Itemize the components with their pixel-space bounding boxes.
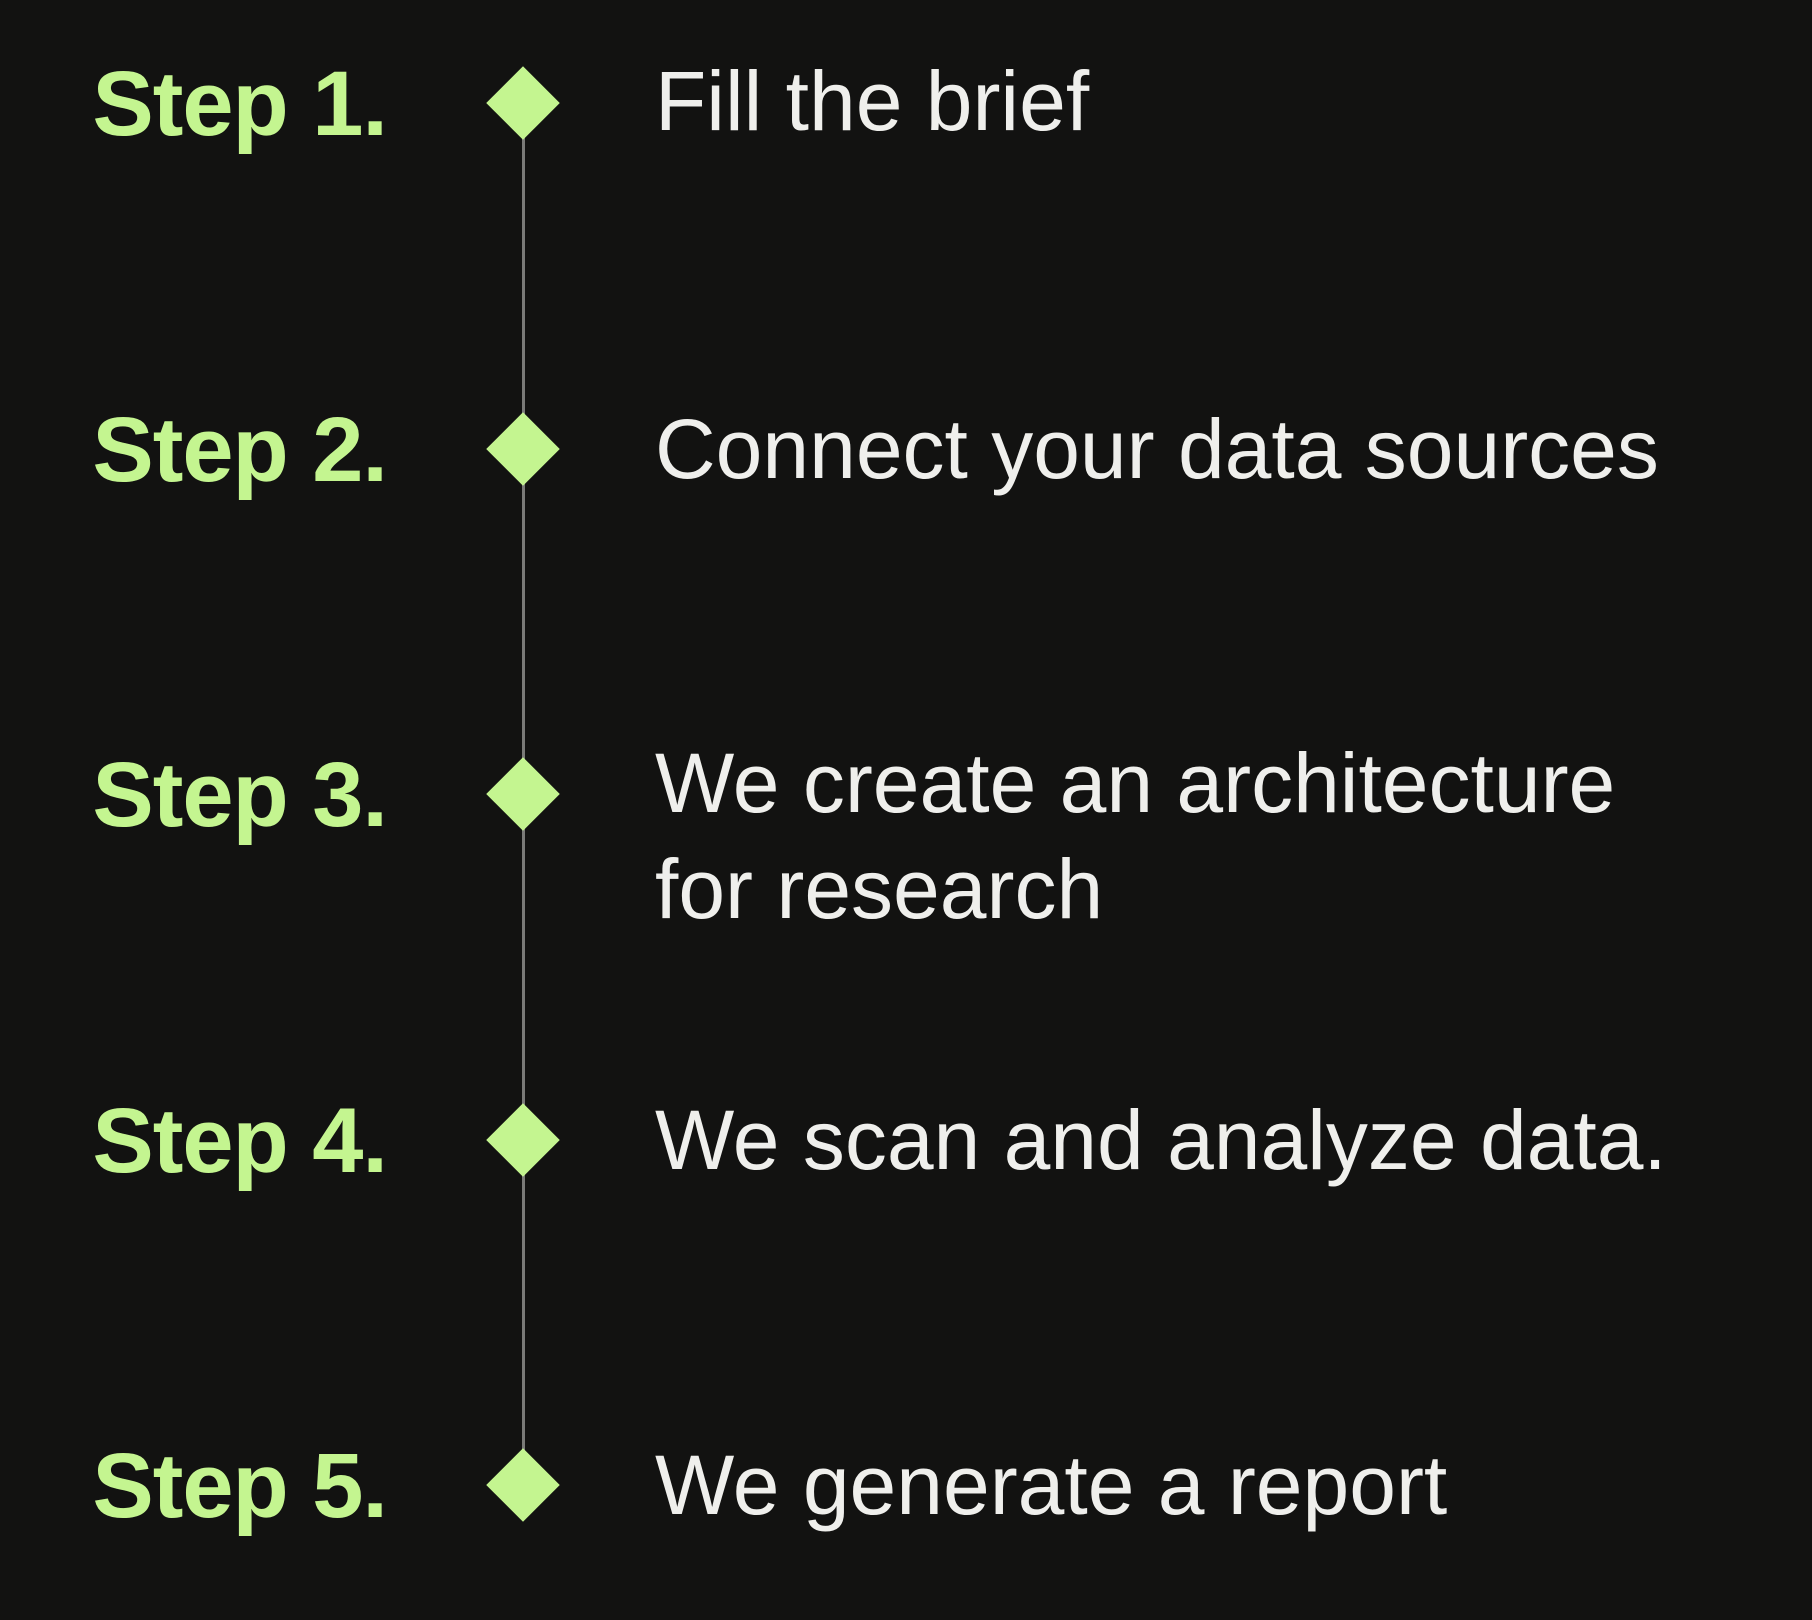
step-2-text-line-1: Connect your data sources [655, 402, 1659, 496]
step-1-diamond-marker [486, 66, 560, 140]
step-5-label: Step 5. [92, 1435, 388, 1537]
step-1-label: Step 1. [92, 53, 388, 155]
step-1-description: Fill the brief [655, 48, 1775, 154]
step-4-text-line-1: We scan and analyze data. [655, 1093, 1667, 1187]
step-2-diamond-marker [486, 412, 560, 486]
step-4-label: Step 4. [92, 1090, 388, 1192]
step-2-description: Connect your data sources [655, 396, 1775, 502]
step-3-description: We create an architecture for research [655, 730, 1775, 942]
step-2-label: Step 2. [92, 399, 388, 501]
step-5-text-line-1: We generate a report [655, 1438, 1448, 1532]
step-3-label: Step 3. [92, 744, 388, 846]
step-3-text-line-2: for research [655, 842, 1104, 936]
step-3-text-line-1: We create an architecture [655, 736, 1616, 830]
step-1-text-line-1: Fill the brief [655, 54, 1090, 148]
step-3-diamond-marker [486, 757, 560, 831]
step-4-description: We scan and analyze data. [655, 1087, 1775, 1193]
step-5-description: We generate a report [655, 1432, 1775, 1538]
step-4-diamond-marker [486, 1103, 560, 1177]
step-5-diamond-marker [486, 1448, 560, 1522]
